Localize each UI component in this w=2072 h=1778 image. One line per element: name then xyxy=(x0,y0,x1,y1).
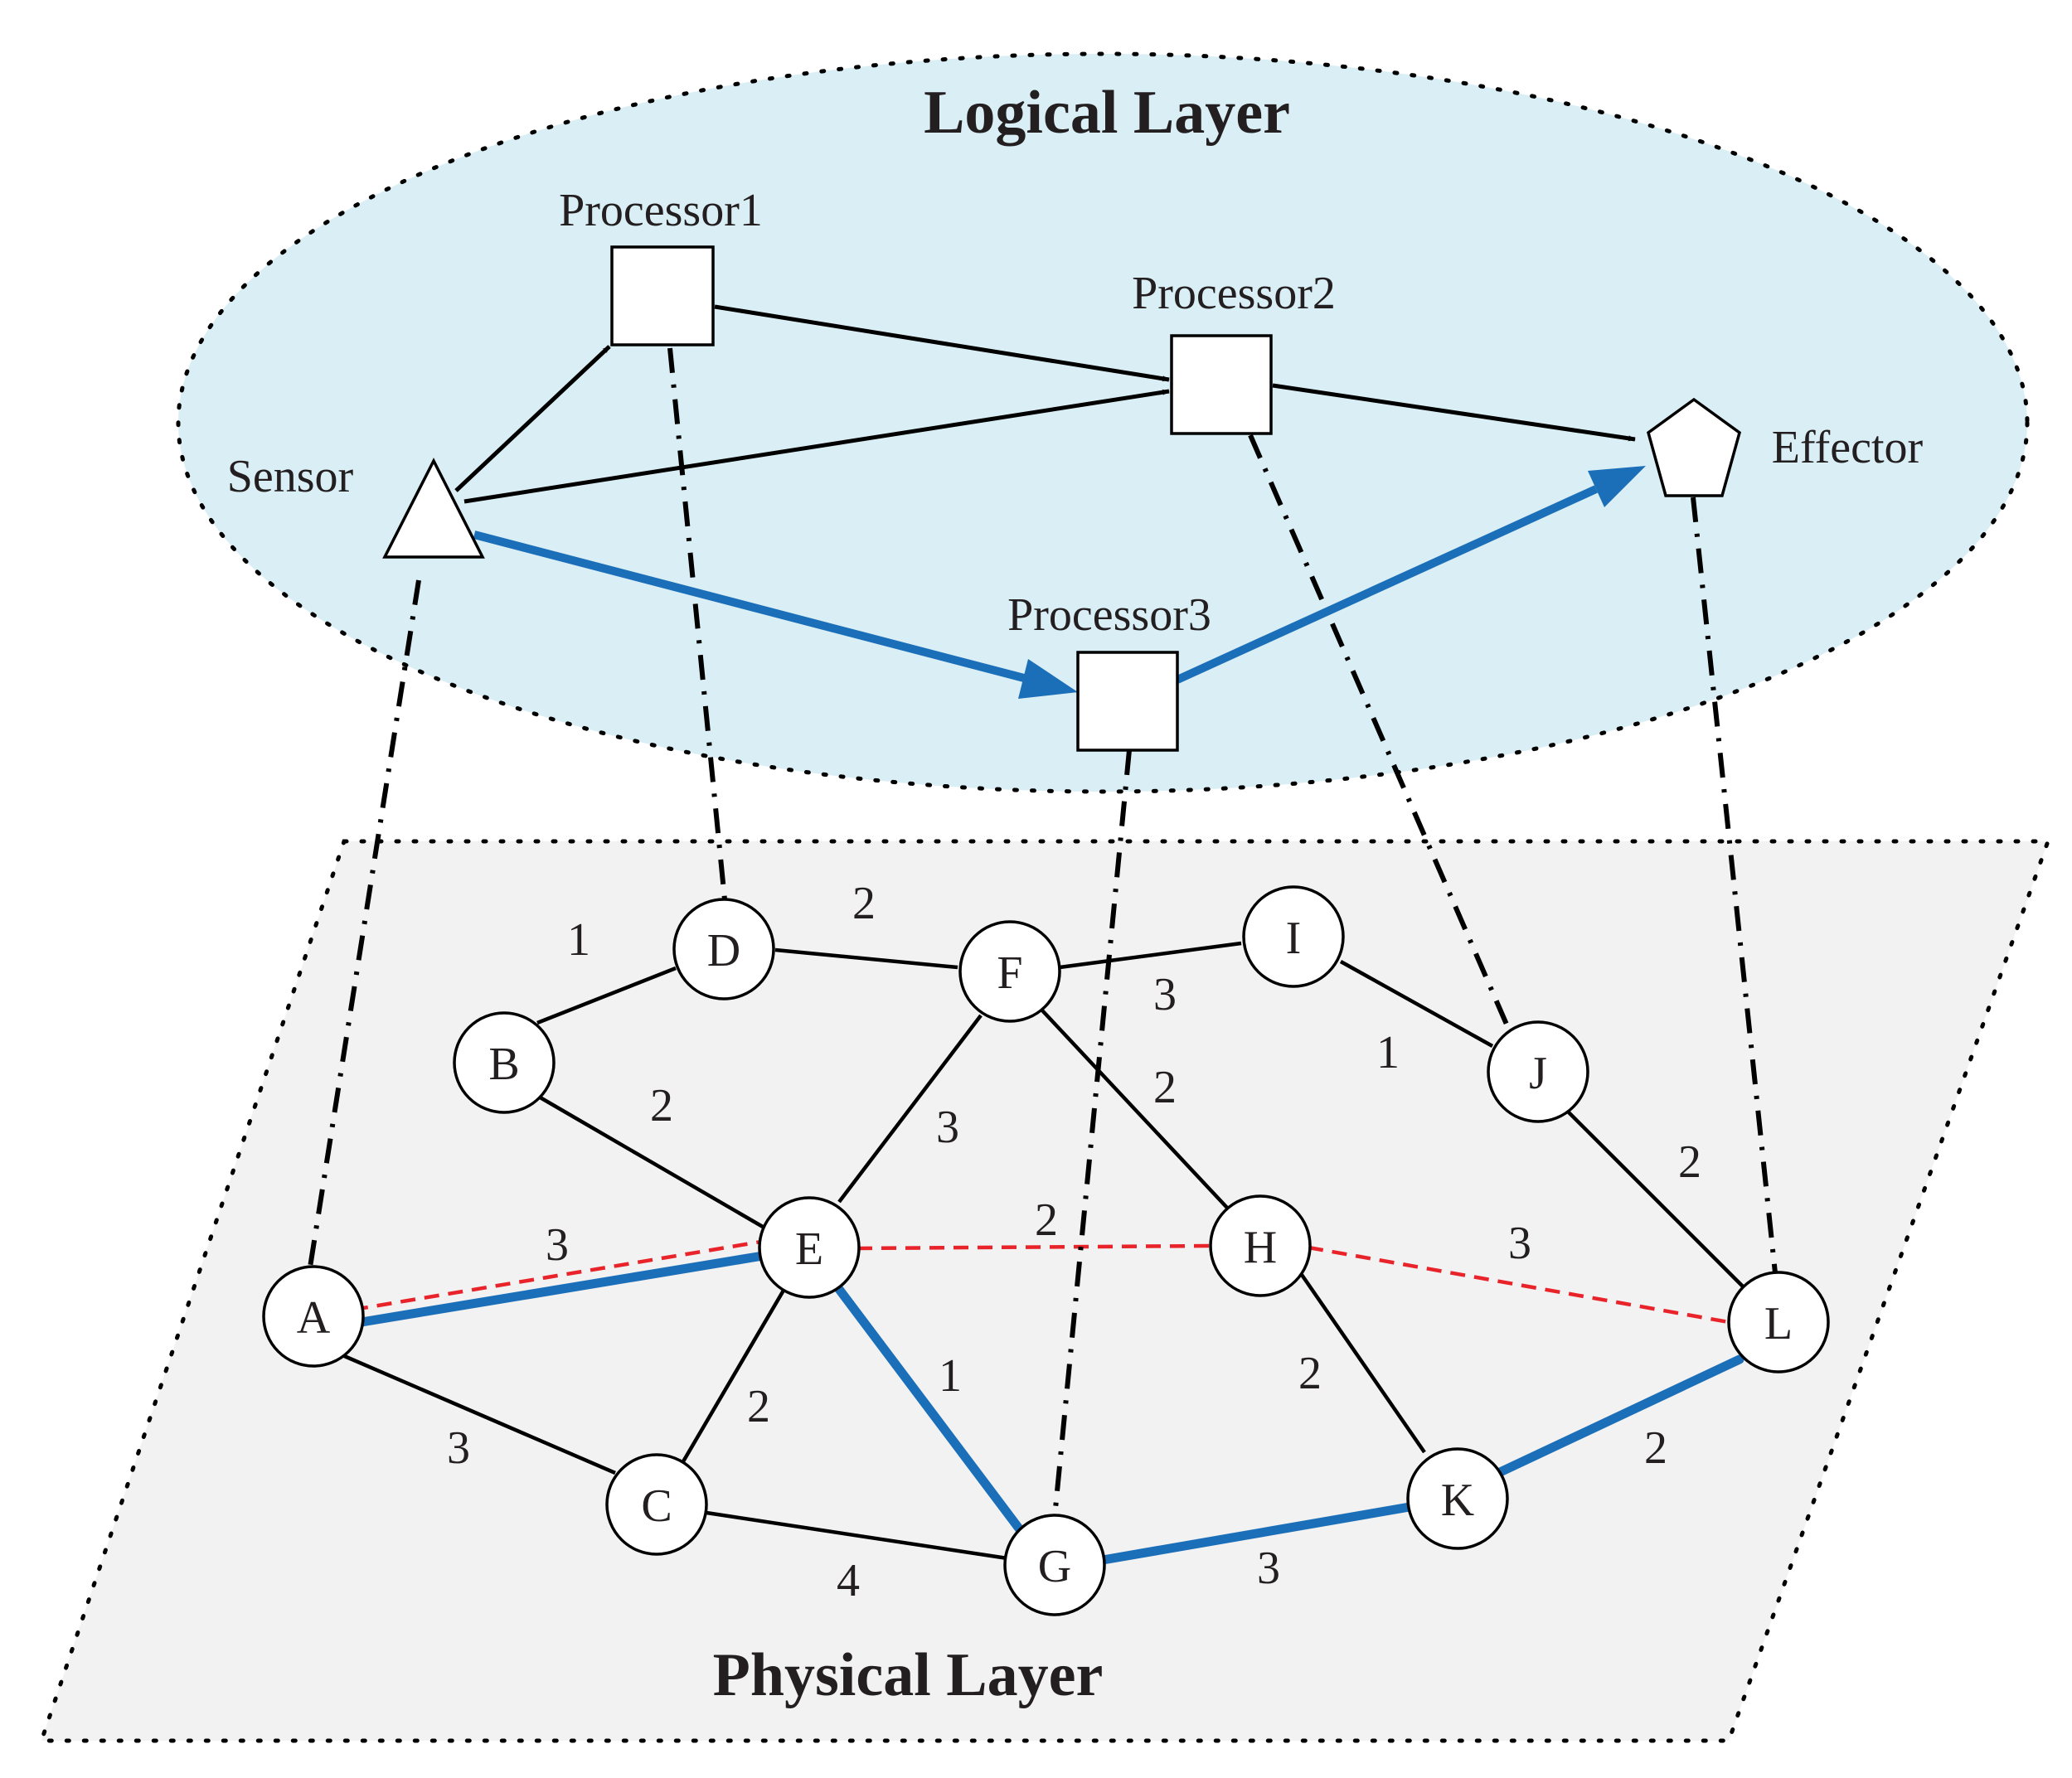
physical-layer-title: Physical Layer xyxy=(713,1641,1104,1709)
edge-A-E xyxy=(352,1252,763,1328)
weight-D-F: 2 xyxy=(852,878,876,929)
node-D[interactable]: D xyxy=(672,898,775,1000)
arrow-p1-p2 xyxy=(714,304,1170,382)
node-C-label: C xyxy=(641,1480,672,1532)
edge-G-K xyxy=(1098,1502,1414,1565)
weight-C-G: 4 xyxy=(837,1555,860,1606)
sensor-triangle[interactable] xyxy=(382,458,485,559)
weight-A-E: 3 xyxy=(546,1219,569,1271)
mapping-effector-L xyxy=(1691,497,1778,1281)
weight-I-J: 1 xyxy=(1376,1027,1400,1078)
edge-B-D xyxy=(536,966,677,1025)
node-E-label: E xyxy=(795,1223,823,1275)
node-J-label: J xyxy=(1529,1048,1547,1099)
edge-J-L xyxy=(1565,1109,1747,1291)
logical-arrows xyxy=(454,304,1646,699)
weight-F-H: 2 xyxy=(1153,1062,1177,1113)
edge-F-E xyxy=(837,1014,983,1204)
edge-E-G xyxy=(831,1280,1026,1537)
arrow-sensor-p1 xyxy=(454,345,611,492)
node-L[interactable]: L xyxy=(1727,1271,1830,1373)
weight-C-E: 2 xyxy=(747,1381,770,1432)
node-L-label: L xyxy=(1764,1298,1793,1349)
weight-H-K: 2 xyxy=(1298,1348,1322,1399)
weight-E-G: 1 xyxy=(939,1350,962,1402)
mapping-p2-J xyxy=(1248,434,1510,1028)
processor3-box[interactable] xyxy=(1076,651,1179,752)
node-G[interactable]: G xyxy=(1003,1514,1106,1616)
arrow-sensor-p3 xyxy=(473,530,1026,682)
processor1-label: Processor1 xyxy=(559,185,763,236)
mapping-sensor-A xyxy=(307,579,421,1273)
weight-G-K: 3 xyxy=(1257,1543,1280,1594)
node-A-label: A xyxy=(297,1292,331,1344)
logical-layer-ellipse xyxy=(176,51,2030,794)
effector-pentagon[interactable] xyxy=(1646,397,1742,497)
edge-C-G xyxy=(706,1510,1008,1561)
edge-K-L xyxy=(1492,1354,1744,1479)
edge-weights: 1 2 3 1 2 3 2 2 3 2 3 3 2 1 2 4 3 2 xyxy=(447,878,1701,1606)
weight-J-L: 2 xyxy=(1678,1136,1701,1188)
processor2-box[interactable] xyxy=(1170,334,1273,435)
node-H-label: H xyxy=(1244,1222,1277,1273)
edge-A-C xyxy=(342,1353,616,1475)
node-I-label: I xyxy=(1286,913,1302,964)
processor1-box[interactable] xyxy=(610,245,715,346)
node-F[interactable]: F xyxy=(958,920,1061,1023)
layer-mappings xyxy=(307,347,1778,1518)
weight-A-C: 3 xyxy=(447,1422,470,1474)
weight-E-H: 2 xyxy=(1035,1194,1058,1246)
node-E[interactable]: E xyxy=(758,1196,861,1299)
arrow-p3-effector xyxy=(1175,485,1599,684)
node-F-label: F xyxy=(997,947,1022,999)
node-A[interactable]: A xyxy=(262,1265,365,1368)
edge-F-H xyxy=(1041,1009,1229,1209)
node-K-label: K xyxy=(1441,1475,1474,1526)
edge-D-F xyxy=(774,947,958,970)
node-K[interactable]: K xyxy=(1406,1447,1509,1550)
sensor-label: Sensor xyxy=(227,451,354,502)
node-J[interactable]: J xyxy=(1487,1020,1589,1123)
physical-edges xyxy=(342,941,1747,1565)
node-H[interactable]: H xyxy=(1209,1194,1312,1297)
edge-F-I xyxy=(1059,941,1242,970)
arrow-p2-effector xyxy=(1272,383,1636,442)
node-B[interactable]: B xyxy=(453,1011,556,1114)
edge-C-E xyxy=(678,1287,786,1469)
logical-layer-title: Logical Layer xyxy=(924,79,1290,147)
weight-K-L: 2 xyxy=(1644,1422,1667,1474)
node-C[interactable]: C xyxy=(605,1453,708,1556)
arrow-sensor-p2 xyxy=(463,389,1170,504)
arrowhead-sensor-p3 xyxy=(1018,659,1078,699)
node-B-label: B xyxy=(488,1039,519,1090)
weight-H-L: 3 xyxy=(1508,1218,1531,1269)
edge-I-J xyxy=(1339,960,1494,1048)
arrowhead-p3-effector xyxy=(1588,466,1646,507)
node-G-label: G xyxy=(1038,1541,1071,1592)
physical-nodes: A B C D E F G H I J K L xyxy=(262,885,1830,1616)
processor3-label: Processor3 xyxy=(1007,589,1211,641)
processor2-label: Processor2 xyxy=(1132,268,1336,319)
logical-nodes: Sensor Processor1 Processor2 Processor3 … xyxy=(227,185,1924,752)
weight-B-D: 1 xyxy=(567,914,590,966)
node-D-label: D xyxy=(707,925,740,976)
edge-H-K xyxy=(1298,1271,1426,1454)
weight-F-E: 3 xyxy=(936,1102,959,1153)
mapping-p1-D xyxy=(667,347,728,908)
edge-A-E-alt xyxy=(352,1239,762,1312)
weight-B-E: 2 xyxy=(650,1080,673,1131)
edge-E-H xyxy=(856,1243,1211,1251)
node-I[interactable]: I xyxy=(1242,885,1345,988)
weight-F-I: 3 xyxy=(1153,969,1177,1020)
edge-B-E xyxy=(536,1094,764,1228)
effector-label: Effector xyxy=(1772,422,1924,473)
